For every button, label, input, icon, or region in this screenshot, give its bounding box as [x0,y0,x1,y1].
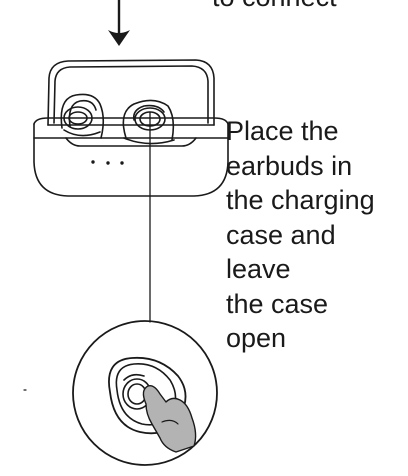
charging-case-icon [33,59,229,197]
instruction-line: the case [226,288,329,319]
instruction-line: case and [226,219,336,250]
top-caption: to connect [212,0,337,12]
instruction-line: earbuds in [226,150,353,181]
earbud-right-icon [122,99,175,145]
instruction-line: the charging [226,185,375,215]
instruction-text: Place the earbuds in the charging case a… [226,114,406,356]
earbud-left-icon [60,93,105,139]
instruction-line: Place the [226,116,339,146]
instruction-line: open [226,323,287,353]
down-arrow-icon [108,0,130,46]
instruction-line: leave [226,254,291,284]
finger-icon [142,384,197,453]
detail-circle [72,320,218,466]
